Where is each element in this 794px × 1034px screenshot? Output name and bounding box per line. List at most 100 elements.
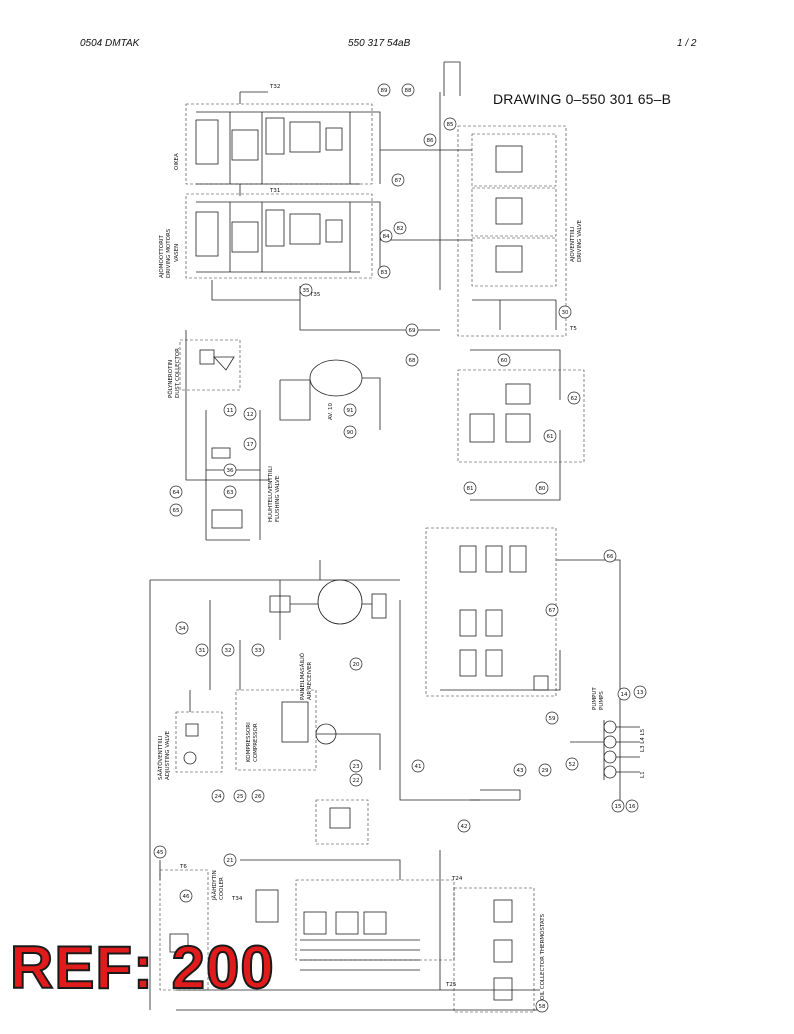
label-pumps: PUMPS: [599, 691, 605, 710]
callout: 69: [409, 328, 416, 334]
label-l3-l4-l5: L3 L4 L5: [640, 728, 646, 752]
callout: 46: [183, 894, 190, 900]
callout: 43: [517, 768, 524, 774]
callout: 25: [237, 794, 244, 800]
flushing-valve-group: [205, 359, 381, 541]
callout: 34: [179, 626, 186, 632]
label-dust-collector: DUST COLLECTOR: [175, 348, 181, 398]
callout: 23: [353, 764, 360, 770]
callout: 14: [621, 692, 628, 698]
callout-bubbles: 85 86 88 89 87 84 82 83 30 62 61 60 66 6…: [153, 83, 647, 1013]
callout: 64: [173, 490, 180, 496]
label-t31: T31: [269, 188, 280, 194]
callout: 83: [381, 270, 388, 276]
callout: 87: [395, 178, 402, 184]
driving-motors-group: [185, 91, 440, 331]
callout: 88: [405, 88, 412, 94]
label-ajomoottorit: AJOMOOTTORIT: [159, 234, 165, 278]
header-page-number: 1 / 2: [677, 38, 697, 49]
label-t5: T5: [569, 326, 577, 332]
callout: 33: [255, 648, 262, 654]
callout: 62: [571, 396, 578, 402]
label-t35: T35: [309, 292, 321, 298]
header-document-number: 550 317 54aB: [348, 38, 411, 49]
callout: 17: [247, 442, 254, 448]
label-t25: T25: [445, 982, 457, 988]
callout: 61: [547, 434, 554, 440]
label-jaahdytin: JÄÄHDYTIN: [211, 870, 218, 901]
callout: 42: [461, 824, 468, 830]
label-t24: T24: [451, 876, 463, 882]
pumps-group: [570, 720, 640, 780]
control-block-group: [399, 349, 621, 801]
callout: 35: [303, 288, 310, 294]
label-vasen: VASEN: [174, 244, 180, 262]
drawing-title: DRAWING 0–550 301 65–B: [493, 91, 672, 107]
callout: 60: [501, 358, 508, 364]
callout: 80: [539, 486, 546, 492]
callout: 90: [347, 430, 354, 436]
callout: 91: [347, 408, 354, 414]
label-t6: T6: [179, 864, 187, 870]
callout: 29: [542, 768, 549, 774]
callout: 67: [549, 608, 556, 614]
air-receiver-group: [149, 560, 400, 1010]
label-polynerotin: PÖLYNEROTIN: [167, 360, 174, 398]
callout: 24: [215, 794, 222, 800]
compressor-group: [175, 600, 381, 845]
callout: 65: [173, 508, 180, 514]
callout: 41: [415, 764, 422, 770]
callout: 31: [199, 648, 206, 654]
label-kompressori: KOMPRESSORI: [246, 722, 252, 762]
callout: 82: [397, 226, 404, 232]
callout: 26: [255, 794, 262, 800]
label-huuhteluventtiili: HUUHTELUVENTTIILI: [268, 466, 274, 522]
label-air-receiver: AIR RECEIVER: [307, 662, 313, 700]
callout: 13: [637, 690, 644, 696]
callout: 84: [383, 234, 390, 240]
dust-collector-group: [179, 330, 270, 481]
label-ajoventtiili: AJOVENTTIILI: [570, 226, 576, 262]
callout: 21: [227, 858, 234, 864]
label-driving-motors: DRIVING MOTORS: [166, 228, 172, 278]
header-left: 0504 DMTAK: [80, 38, 140, 49]
callout: 22: [353, 778, 360, 784]
callout: 89: [381, 88, 388, 94]
callout: 45: [157, 850, 164, 856]
callout: 52: [569, 762, 576, 768]
callout: 58: [539, 1004, 546, 1010]
callout: 66: [607, 554, 614, 560]
callout: 36: [227, 468, 234, 474]
callout: 15: [615, 804, 622, 810]
ref-stamp: REF: 200: [9, 934, 275, 1001]
label-paineilmasailio: PAINEILMASÄILIÖ: [299, 652, 306, 700]
label-t32: T32: [269, 84, 280, 90]
label-oikea: OIKEA: [174, 153, 180, 170]
callout: 20: [353, 662, 360, 668]
callout: 63: [227, 490, 234, 496]
label-pumput: PUMPUT: [592, 687, 598, 710]
label-av10: AV. 10: [328, 403, 334, 420]
callout: 12: [247, 412, 254, 418]
callout: 86: [427, 138, 434, 144]
callout: 85: [447, 122, 454, 128]
callout: 59: [549, 716, 556, 722]
callout: 68: [409, 358, 416, 364]
label-compressor: COMPRESSOR: [253, 723, 259, 762]
label-saatoventtiili: SÄÄTÖVENTTIILI: [157, 735, 164, 780]
cooler-group: [159, 799, 540, 1013]
driving-valve-group: [439, 61, 567, 337]
callout: 32: [225, 648, 232, 654]
callout: 30: [562, 310, 569, 316]
label-l1: L1: [640, 771, 646, 778]
callout: 11: [227, 408, 234, 414]
label-driving-valve: DRIVING VALVE: [577, 219, 583, 262]
label-flushing-valve: FLUSHING VALVE: [275, 475, 281, 522]
label-t34: T34: [231, 896, 243, 902]
callout: 81: [467, 486, 474, 492]
callout: 16: [629, 804, 636, 810]
label-cooler: COOLER: [219, 877, 225, 900]
label-adjusting-valve: ADJUSTING VALVE: [165, 730, 171, 780]
label-oil-collector-thermostats: OIL COLLECTOR THERMOSTATS: [540, 913, 546, 1000]
